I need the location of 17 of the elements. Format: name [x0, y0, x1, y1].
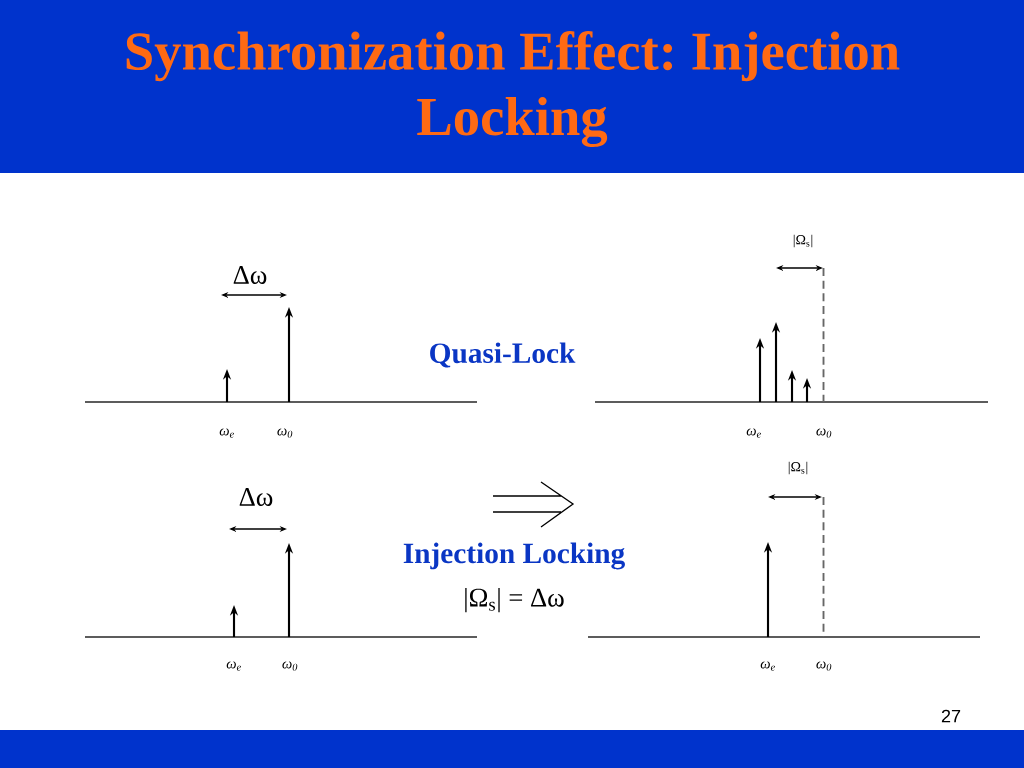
- frequency-label: ω$_{0}$: [277, 428, 293, 438]
- frequency-label: ω$_{e}$: [226, 661, 241, 671]
- frequency-label: ω$_{0}$: [816, 661, 832, 671]
- dimension-label: Δω: [239, 488, 273, 506]
- frequency-label: ω$_{e}$: [760, 661, 775, 671]
- frequency-label: ω$_{e}$: [219, 428, 234, 438]
- page-number: 27: [941, 709, 961, 723]
- dimension-label: |Ω$_{s}$|: [793, 234, 813, 248]
- heading: Quasi-Lock: [430, 342, 576, 368]
- frequency-label: ω$_{0}$: [816, 428, 832, 438]
- heading: Injection Locking: [403, 542, 625, 570]
- frequency-label: ω$_{e}$: [746, 428, 761, 438]
- dimension-label: Δω: [233, 266, 267, 284]
- equation: |Ω$_{s}$| = Δω: [465, 587, 564, 613]
- title-bar: Synchronization Effect: Injection Locking: [0, 0, 1024, 173]
- frequency-label: ω$_{0}$: [282, 661, 298, 671]
- dimension-label: |Ω$_{s}$|: [788, 461, 808, 475]
